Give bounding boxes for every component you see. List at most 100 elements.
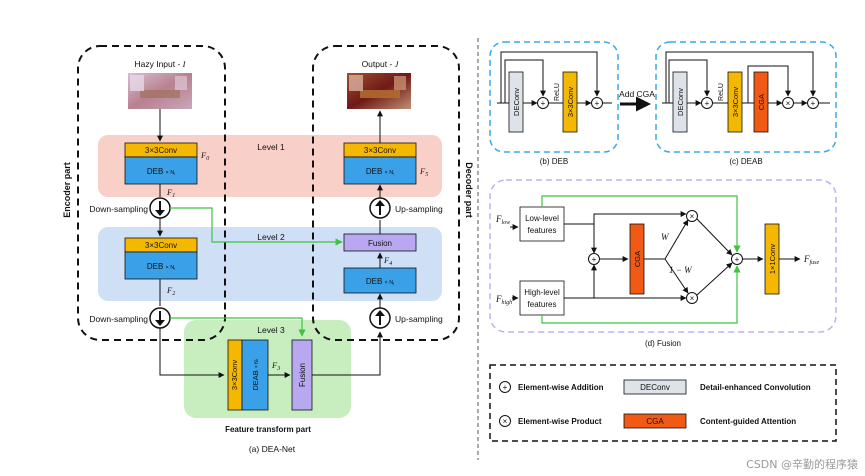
deb-relu-label: ReLU: [554, 83, 561, 101]
dec-l2-fusion-label: Fusion: [368, 239, 392, 248]
f5-label: F5: [419, 166, 428, 178]
l3-deab: [241, 339, 269, 411]
decoder-frame: [312, 45, 460, 341]
dec-l2-deb-label: DEB × Ni: [366, 277, 394, 286]
legend-product-icon: [499, 415, 511, 427]
one-minus-w-label: 1 − W: [669, 265, 693, 275]
fusion-add-1-symbol: +: [592, 255, 597, 264]
f-high-label: Fhigh: [495, 294, 512, 306]
deb-caption: (b) DEB: [540, 157, 568, 166]
dec-l1-deb: [343, 156, 417, 185]
legend-frame: [489, 364, 837, 442]
low-level-features-text: features: [528, 226, 557, 235]
deb-conv3-label: 3×3Conv: [566, 87, 575, 117]
l3-conv-label: 3×3Conv: [230, 360, 239, 390]
w-label: W: [661, 232, 670, 242]
skip-l3: [170, 317, 306, 337]
fusion-mul-1-symbol: ×: [690, 212, 695, 221]
deab-add-2-symbol: +: [811, 99, 816, 108]
deab-deconv: [672, 71, 688, 133]
legend-deconv-box: [623, 379, 687, 395]
deab-cga: [753, 71, 769, 133]
deab-conv3-label: 3×3Conv: [731, 87, 740, 117]
legend-add-text: Element-wise Addition: [518, 383, 604, 392]
f1-label: F1: [166, 187, 175, 199]
deab-panel-frame: [655, 41, 837, 153]
deab-conv3: [727, 71, 743, 133]
f4-label: F4: [383, 255, 392, 267]
deab-add-2-icon: [807, 97, 819, 109]
enc-l2-deb-label: DEB × Ni: [147, 262, 175, 271]
legend-deconv-box-text: DEConv: [640, 383, 670, 392]
up-sampling-1: Up-sampling: [395, 204, 443, 214]
deb-add-1-symbol: +: [541, 99, 546, 108]
hazy-input-image: [128, 73, 192, 109]
legend-add-icon: [499, 381, 511, 393]
l3-deab-label: DEAB × Ni: [251, 359, 260, 390]
legend-cga-box: [623, 413, 687, 429]
enc-l2-deb: [124, 251, 198, 280]
legend-product-symbol: ×: [503, 417, 508, 426]
deab-add-1-icon: [701, 97, 713, 109]
deab-relu-label: ReLU: [718, 83, 725, 101]
f0-label: F0: [200, 150, 209, 162]
deb-add-1-icon: [537, 97, 549, 109]
level2-label: Level 2: [257, 232, 285, 242]
dea-net-caption: (a) DEA-Net: [249, 444, 296, 454]
dec-l1-conv-label: 3×3Conv: [364, 146, 396, 155]
fusion-panel-frame: [489, 179, 837, 333]
f-fuse-label: Ffuse: [803, 254, 820, 266]
add-cga-label: Add CGA: [619, 89, 655, 99]
fusion-add-2-symbol: +: [735, 255, 740, 264]
deb-deconv: [508, 71, 524, 133]
down-sampling-1: Down-sampling: [89, 204, 148, 214]
dec-l2-deb: [343, 267, 417, 294]
fusion-caption: (d) Fusion: [645, 339, 681, 348]
hazy-input-label: Hazy Input - I: [134, 59, 186, 69]
legend-product-text: Element-wise Product: [518, 417, 602, 426]
legend-deconv-desc: Detail-enhanced Convolution: [700, 383, 811, 392]
decoder-label: Decoder part: [464, 162, 474, 218]
deb-conv3: [562, 71, 578, 133]
legend-add-symbol: +: [503, 383, 508, 392]
dec-l1-deb-label: DEB × Ni: [366, 167, 394, 176]
deab-deconv-label: DEConv: [676, 88, 685, 116]
level3-label: Level 3: [257, 325, 285, 335]
deb-add-2-symbol: +: [595, 99, 600, 108]
output-image: [347, 73, 411, 109]
watermark: CSDN @辛勤的程序猿: [746, 457, 858, 471]
fusion-mul-2-symbol: ×: [690, 294, 695, 303]
up-sampling-2: Up-sampling: [395, 314, 443, 324]
encoder-frame: [77, 45, 226, 341]
encoder-label: Encoder part: [62, 162, 72, 218]
skip-l2: [170, 207, 343, 246]
deab-add-1-symbol: +: [705, 99, 710, 108]
deb-add-2-icon: [591, 97, 603, 109]
low-level-text: Low-level: [525, 214, 559, 223]
deb-panel-frame: [489, 41, 619, 153]
l3-fusion-label: Fusion: [298, 363, 307, 387]
deab-cga-label: CGA: [757, 94, 766, 110]
fusion-mul-2-icon: [686, 292, 698, 304]
fusion-conv1-label: 1×1Conv: [768, 244, 777, 274]
deb-deconv-label: DEConv: [512, 88, 521, 116]
fusion-add-2-icon: [731, 253, 743, 265]
enc-l1-conv-label: 3×3Conv: [145, 146, 177, 155]
legend-cga-box-text: CGA: [646, 417, 664, 426]
legend-cga-desc: Content-guided Attention: [700, 417, 796, 426]
deab-caption: (c) DEAB: [729, 157, 762, 166]
output-label: Output - J: [362, 59, 400, 69]
f3-label: F3: [271, 360, 280, 372]
high-level-box: [519, 280, 565, 316]
fusion-cga-label: CGA: [633, 251, 642, 267]
deab-mul-symbol: ×: [786, 99, 791, 108]
f2-label: F2: [166, 285, 175, 297]
feature-transform-label: Feature transform part: [225, 425, 311, 434]
enc-l1-deb: [124, 156, 198, 185]
fusion-add-1-icon: [588, 253, 600, 265]
f-low-label: Flow: [495, 214, 510, 226]
deab-mul-icon: [782, 97, 794, 109]
level1-label: Level 1: [257, 142, 285, 152]
high-level-features-text: features: [528, 300, 557, 309]
